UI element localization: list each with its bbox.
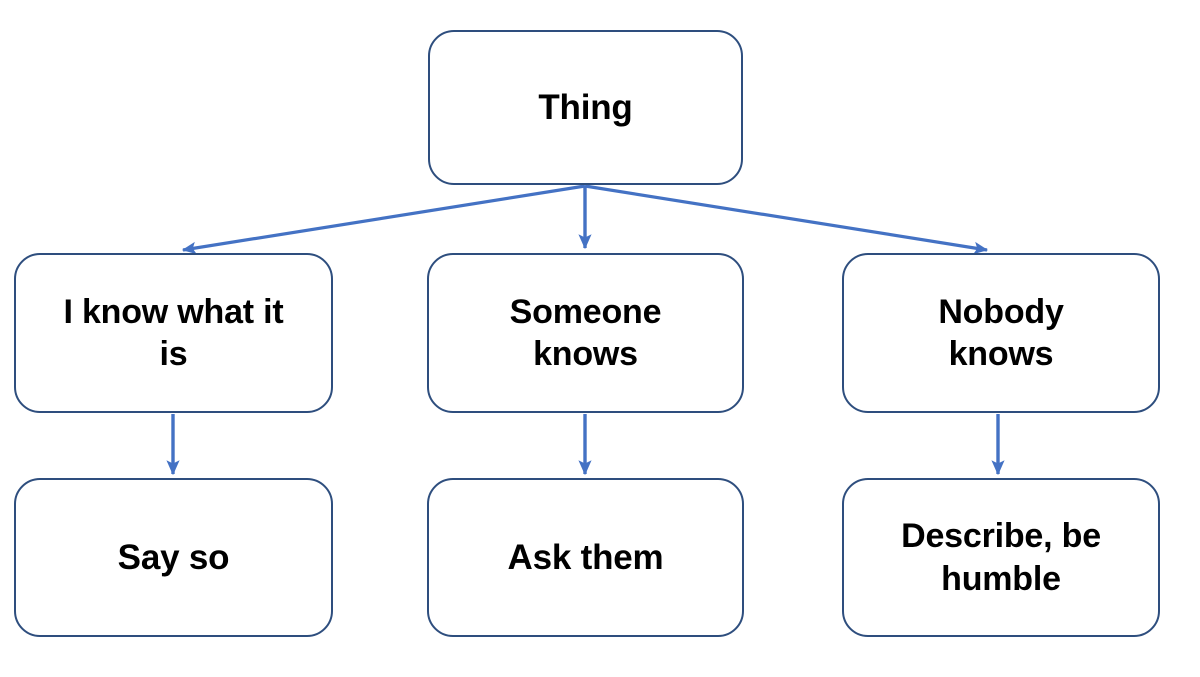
edge-thing-to-i-know	[181, 184, 586, 255]
node-someone-knows-label: Someone knows	[509, 292, 662, 374]
edge-thing-to-nobody	[584, 184, 989, 255]
node-say-so-label: Say so	[117, 537, 230, 577]
node-thing[interactable]: Thing	[428, 30, 743, 185]
node-i-know-what-it-is[interactable]: I know what it is	[14, 253, 333, 413]
node-ask-them[interactable]: Ask them	[427, 478, 744, 637]
node-ask-them-label: Ask them	[507, 537, 664, 577]
node-someone-knows[interactable]: Someone knows	[427, 253, 744, 413]
node-thing-label: Thing	[538, 87, 633, 127]
node-describe-be-humble-label: Describe, be humble	[901, 517, 1101, 598]
node-say-so[interactable]: Say so	[14, 478, 333, 637]
node-nobody-knows-label: Nobody knows	[938, 292, 1064, 374]
node-nobody-knows[interactable]: Nobody knows	[842, 253, 1160, 413]
node-i-know-what-it-is-label: I know what it is	[63, 292, 284, 374]
node-describe-be-humble[interactable]: Describe, be humble	[842, 478, 1160, 637]
